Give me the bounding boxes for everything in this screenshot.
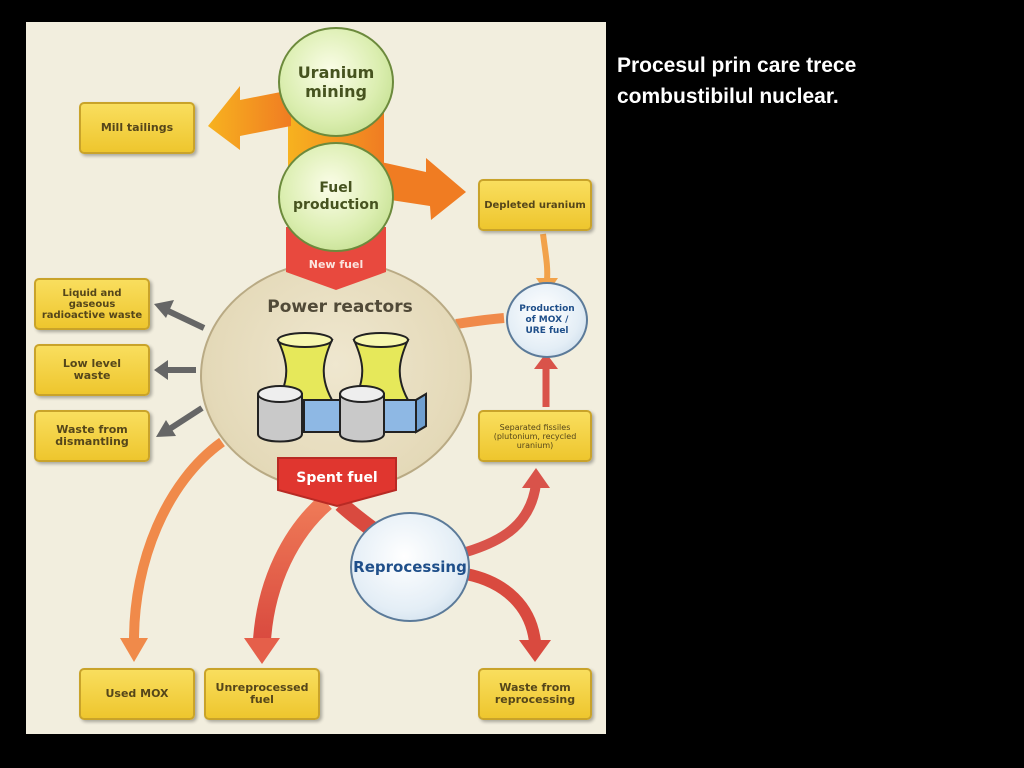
- box-waste-from-dismantling: Waste from dismantling: [34, 410, 150, 462]
- uranium-mining-circle: Uranium mining: [278, 27, 394, 137]
- reprocessing-circle: Reprocessing: [350, 512, 470, 622]
- fuel-production-label: Fuel production: [293, 180, 379, 213]
- box-separated-fissiles: Separated fissiles (plutonium, recycled …: [478, 410, 592, 462]
- new-fuel-label: New fuel: [308, 257, 364, 271]
- mill-tailings-arrow: [208, 86, 291, 150]
- box-depleted-uranium: Depleted uranium: [478, 179, 592, 231]
- dismantling-arrow-line: [166, 405, 204, 433]
- used-mox-line: [129, 437, 225, 641]
- reprocessing-to-fissiles-line: [464, 483, 541, 557]
- depleted-to-mox-line: [540, 233, 551, 281]
- depleted-uranium-arrow: [378, 158, 466, 220]
- reprocessing-to-waste-arrowhead: [519, 640, 551, 662]
- box-used-mox: Used MOX: [79, 668, 195, 720]
- mox-production-circle: Production of MOX / URE fuel: [506, 282, 588, 358]
- uranium-mining-label: Uranium mining: [297, 63, 375, 101]
- box-liquid-gaseous-waste: Liquid and gaseous radioactive waste: [34, 278, 150, 330]
- liquid-waste-arrow-line: [164, 307, 206, 331]
- liquid-waste-arrowhead: [154, 300, 174, 318]
- box-mill-tailings: Mill tailings: [79, 102, 195, 154]
- reprocessing-to-fissiles-arrowhead: [522, 468, 550, 488]
- power-reactors-circle: [200, 260, 472, 492]
- fuel-cycle-diagram: Mill tailings Depleted uranium Liquid an…: [26, 22, 606, 734]
- caption-text: Procesul prin care trece combustibilul n…: [617, 54, 857, 108]
- unreprocessed-arrowhead: [244, 638, 280, 664]
- reprocessing-label: Reprocessing: [353, 558, 467, 576]
- reprocessing-to-waste-line: [464, 568, 541, 643]
- fuel-production-circle: Fuel production: [278, 142, 394, 252]
- box-waste-from-reprocessing: Waste from reprocessing: [478, 668, 592, 720]
- mox-to-reactor-line: [455, 313, 505, 329]
- low-level-arrowhead: [154, 360, 168, 380]
- spent-fuel-label: Spent fuel: [296, 470, 378, 486]
- box-low-level-waste: Low level waste: [34, 344, 150, 396]
- power-reactors-title: Power reactors: [267, 297, 413, 317]
- dismantling-arrowhead: [156, 420, 176, 437]
- mox-production-label: Production of MOX / URE fuel: [519, 303, 575, 336]
- fissiles-to-mox-arrowhead: [534, 353, 558, 369]
- box-unreprocessed-fuel: Unreprocessed fuel: [204, 668, 320, 720]
- unreprocessed-line: [253, 495, 332, 641]
- used-mox-arrowhead: [120, 638, 148, 662]
